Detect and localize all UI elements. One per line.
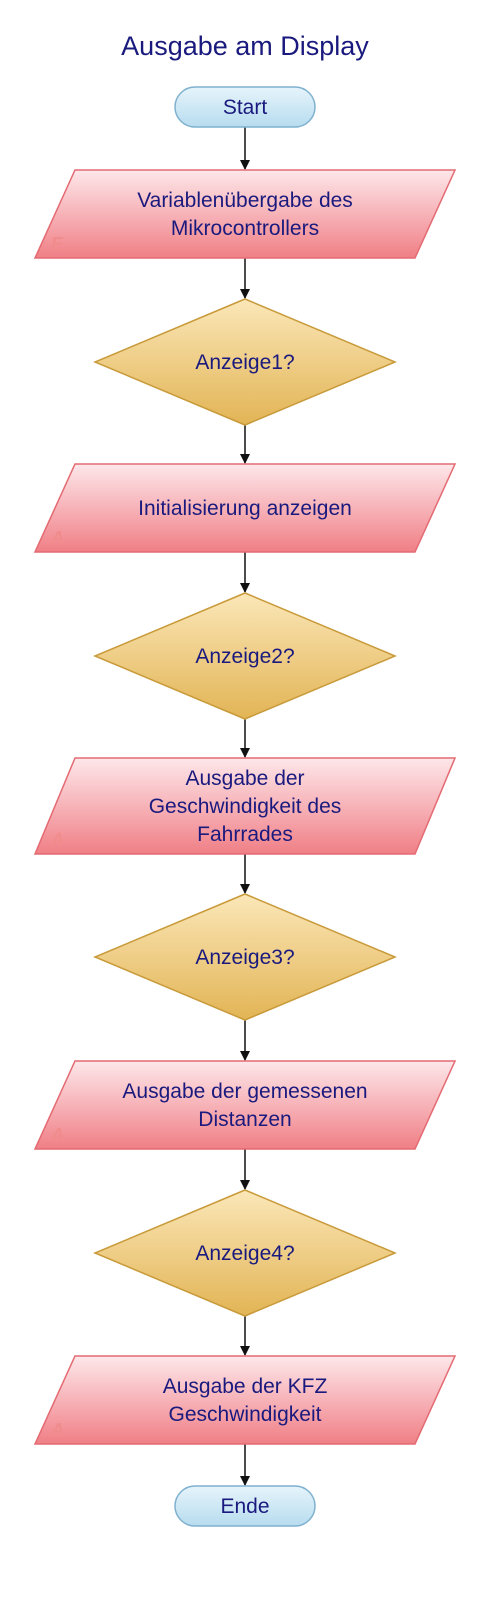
io-shape xyxy=(33,1060,457,1150)
io-type-letter: E xyxy=(51,234,64,254)
io-shape xyxy=(33,757,457,855)
node-text-line: Mikrocontrollers xyxy=(171,217,319,240)
node-text-line: Ausgabe der KFZ xyxy=(163,1375,328,1398)
diagram-title: Ausgabe am Display xyxy=(121,31,369,61)
node-text-line: Anzeige2? xyxy=(195,645,294,668)
io-shape xyxy=(33,169,457,259)
node-text-line: Initialisierung anzeigen xyxy=(138,497,352,520)
io-shape xyxy=(33,1355,457,1445)
node-text-line: Fahrrades xyxy=(197,823,293,846)
node-text-line: Ausgabe der gemessenen xyxy=(122,1080,367,1103)
io-type-letter: A xyxy=(50,830,64,850)
node-text-line: Anzeige3? xyxy=(195,946,294,969)
node-text-line: Anzeige1? xyxy=(195,351,294,374)
decision-node-anzeige3: Anzeige3? xyxy=(93,893,397,1021)
terminal-shape xyxy=(174,86,316,128)
node-text-line: Variablenübergabe des xyxy=(137,189,353,212)
io-shape xyxy=(33,463,457,553)
decision-shape xyxy=(93,1189,397,1317)
decision-node-anzeige2: Anzeige2? xyxy=(93,592,397,720)
io-type-letter: A xyxy=(50,528,64,548)
io-type-letter: A xyxy=(50,1420,64,1440)
node-text-line: Geschwindigkeit xyxy=(169,1403,322,1426)
terminal-shape xyxy=(174,1485,316,1527)
node-text-line: Ausgabe der xyxy=(185,767,304,790)
node-text-line: Anzeige4? xyxy=(195,1242,294,1265)
node-text-line: Ende xyxy=(220,1495,269,1518)
decision-node-anzeige1: Anzeige1? xyxy=(93,298,397,426)
decision-shape xyxy=(93,592,397,720)
io-type-letter: A xyxy=(50,1125,64,1145)
node-text-line: Distanzen xyxy=(198,1108,291,1131)
terminal-node-ende: Ende xyxy=(174,1485,316,1527)
terminal-node-start: Start xyxy=(174,86,316,128)
decision-node-anzeige4: Anzeige4? xyxy=(93,1189,397,1317)
decision-shape xyxy=(93,298,397,426)
decision-shape xyxy=(93,893,397,1021)
node-text-line: Geschwindigkeit des xyxy=(149,795,342,818)
node-text-line: Start xyxy=(223,96,268,119)
